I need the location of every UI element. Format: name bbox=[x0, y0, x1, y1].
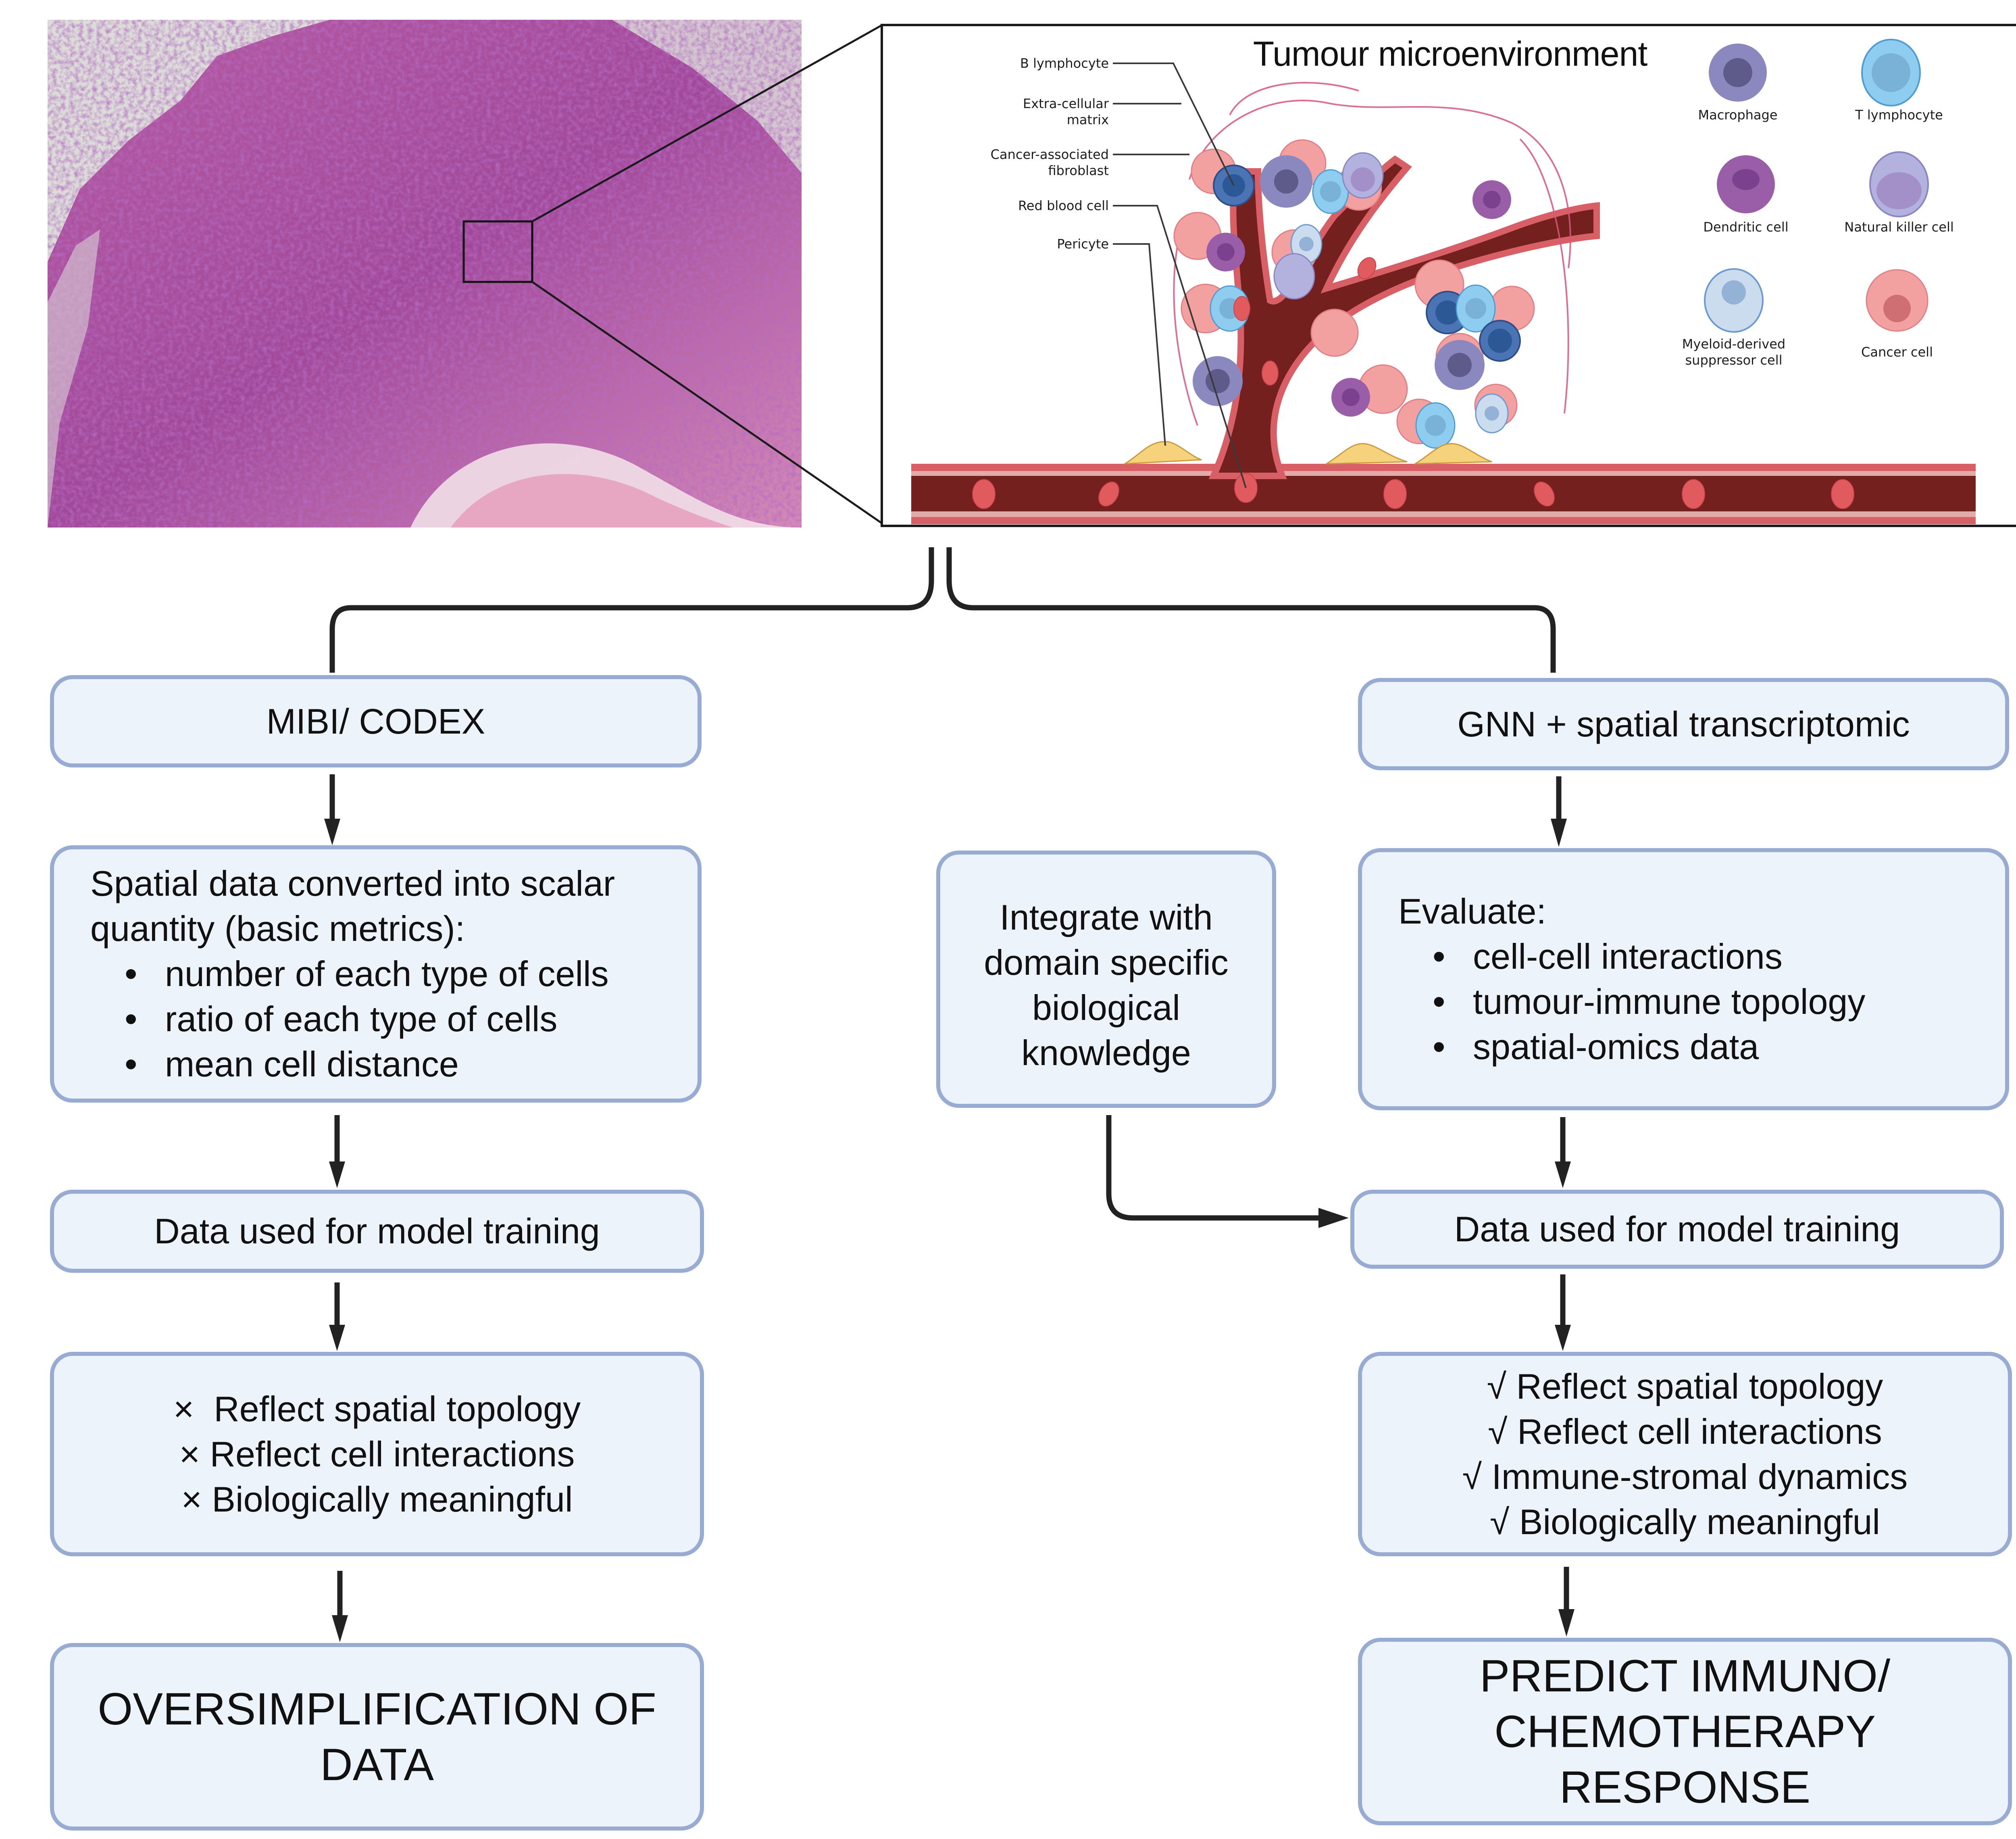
tme-illustration bbox=[911, 39, 1976, 524]
integrate-knowledge-box: Integrate with domain specific biologica… bbox=[936, 851, 1276, 1108]
outcome-line1: OVERSIMPLIFICATION OF bbox=[98, 1683, 656, 1734]
assessment-text: Reflect spatial topology bbox=[1516, 1366, 1883, 1406]
callout-lines bbox=[1113, 63, 1247, 488]
evaluate-item: cell-cell interactions bbox=[1433, 934, 2005, 979]
scalar-metrics-intro-line2: quantity (basic metrics): bbox=[90, 909, 465, 949]
callout-caf-line2: fibroblast bbox=[1048, 163, 1109, 178]
evaluate-item: spatial-omics data bbox=[1433, 1024, 2005, 1070]
cross-icon: × bbox=[173, 1389, 194, 1429]
integrate-line: knowledge bbox=[1021, 1033, 1191, 1073]
dendritic-cell-icon bbox=[1717, 155, 1775, 213]
assessment-item: √ Reflect spatial topology bbox=[1487, 1364, 1883, 1409]
scalar-metrics-box: Spatial data converted into scalar quant… bbox=[50, 845, 702, 1103]
callout-b-lymphocyte: B lymphocyte bbox=[1020, 56, 1109, 71]
check-icon: √ bbox=[1490, 1501, 1510, 1542]
assessment-item: × Reflect spatial topology bbox=[173, 1387, 581, 1432]
cross-icon: × bbox=[179, 1434, 200, 1474]
check-icon: √ bbox=[1462, 1456, 1482, 1497]
right-assessment-box: √ Reflect spatial topology √ Reflect cel… bbox=[1358, 1352, 2012, 1556]
callout-extracellular-matrix: Extra-cellular matrix bbox=[907, 96, 1109, 128]
metric-item: number of each type of cells bbox=[125, 951, 698, 997]
outcome-line3: RESPONSE bbox=[1559, 1762, 1811, 1812]
cancer-cell-icon bbox=[1866, 269, 1929, 332]
evaluate-item: tumour-immune topology bbox=[1433, 979, 2005, 1024]
callout-pericyte: Pericyte bbox=[1057, 236, 1109, 252]
metric-item: mean cell distance bbox=[125, 1042, 698, 1087]
right-training-box: Data used for model training bbox=[1350, 1190, 2004, 1269]
evaluate-box: Evaluate: cell-cell interactions tumour-… bbox=[1358, 848, 2009, 1110]
integrate-line: domain specific bbox=[984, 942, 1229, 982]
assessment-item: × Biologically meaningful bbox=[181, 1477, 573, 1522]
assessment-text: Biologically meaningful bbox=[1519, 1501, 1880, 1542]
assessment-item: √ Biologically meaningful bbox=[1490, 1499, 1880, 1545]
assessment-text: Reflect spatial topology bbox=[214, 1389, 581, 1429]
assessment-item: √ Immune-stromal dynamics bbox=[1462, 1454, 1908, 1499]
red-blood-cells bbox=[972, 257, 1854, 509]
integrate-line: biological bbox=[1032, 988, 1180, 1028]
outcome-line2: CHEMOTHERAPY bbox=[1494, 1706, 1876, 1757]
t-lymphocyte-icon bbox=[1861, 39, 1921, 106]
callout-caf-line1: Cancer-associated bbox=[990, 147, 1109, 162]
legend-mdsc: Myeloid-derived suppressor cell bbox=[1669, 336, 1798, 368]
predict-response-box: PREDICT IMMUNO/ CHEMOTHERAPY RESPONSE bbox=[1358, 1638, 2012, 1825]
left-training-label: Data used for model training bbox=[154, 1211, 600, 1251]
callout-cancer-associated-fibroblast: Cancer-associated fibroblast bbox=[907, 146, 1109, 179]
histology-image bbox=[48, 20, 802, 528]
legend-t-lymphocyte: T lymphocyte bbox=[1855, 107, 1943, 123]
legend-cancer-cell: Cancer cell bbox=[1861, 344, 1933, 360]
mibi-codex-label: MIBI/ CODEX bbox=[266, 701, 485, 741]
pericytes bbox=[1123, 441, 1492, 465]
macrophage-icon bbox=[1709, 44, 1767, 102]
legend-dendritic-cell: Dendritic cell bbox=[1703, 219, 1789, 235]
connector-right-branch bbox=[946, 547, 1556, 673]
mdsc-icon bbox=[1704, 268, 1764, 333]
assessment-text: Reflect cell interactions bbox=[1517, 1411, 1882, 1451]
legend-mdsc-line1: Myeloid-derived bbox=[1682, 336, 1786, 352]
cross-icon: × bbox=[181, 1479, 202, 1519]
gnn-spatial-label: GNN + spatial transcriptomic bbox=[1457, 704, 1910, 744]
check-icon: √ bbox=[1487, 1366, 1506, 1406]
oversimplification-box: OVERSIMPLIFICATION OF DATA bbox=[50, 1643, 704, 1831]
assessment-text: Immune-stromal dynamics bbox=[1491, 1456, 1908, 1497]
arrow-integrate-to-training bbox=[1106, 1115, 1318, 1221]
check-icon: √ bbox=[1488, 1411, 1508, 1451]
legend-macrophage: Macrophage bbox=[1698, 107, 1778, 123]
evaluate-title: Evaluate: bbox=[1398, 891, 1546, 931]
tme-title: Tumour microenvironment bbox=[1253, 35, 1647, 73]
blood-vessel bbox=[911, 155, 1976, 524]
left-training-box: Data used for model training bbox=[50, 1190, 704, 1273]
assessment-text: Reflect cell interactions bbox=[210, 1434, 575, 1474]
connector-left-branch bbox=[329, 547, 934, 673]
gnn-spatial-box: GNN + spatial transcriptomic bbox=[1358, 678, 2009, 770]
legend-mdsc-line2: suppressor cell bbox=[1685, 352, 1783, 368]
right-training-label: Data used for model training bbox=[1454, 1209, 1900, 1249]
tumour-microenvironment-panel: Tumour microenvironment bbox=[881, 24, 2016, 527]
legend-natural-killer-cell: Natural killer cell bbox=[1844, 219, 1954, 235]
callout-red-blood-cell: Red blood cell bbox=[1018, 198, 1109, 213]
legend-icons bbox=[1704, 39, 1929, 333]
extracellular-matrix bbox=[1173, 82, 1571, 426]
evaluate-list: cell-cell interactions tumour-immune top… bbox=[1398, 934, 2005, 1070]
metric-item: ratio of each type of cells bbox=[125, 997, 698, 1042]
mibi-codex-box: MIBI/ CODEX bbox=[50, 675, 702, 767]
zoom-inset-marker bbox=[462, 220, 533, 283]
outcome-line1: PREDICT IMMUNO/ bbox=[1479, 1650, 1891, 1701]
assessment-item: √ Reflect cell interactions bbox=[1488, 1409, 1882, 1454]
callout-ecm-line2: matrix bbox=[1066, 112, 1109, 127]
scalar-metrics-intro-line1: Spatial data converted into scalar bbox=[90, 863, 615, 903]
assessment-item: × Reflect cell interactions bbox=[179, 1432, 575, 1477]
callout-ecm-line1: Extra-cellular bbox=[1023, 96, 1109, 111]
natural-killer-cell-icon bbox=[1869, 151, 1929, 217]
integrate-line: Integrate with bbox=[1000, 897, 1213, 937]
left-assessment-box: × Reflect spatial topology × Reflect cel… bbox=[50, 1352, 704, 1556]
scalar-metrics-list: number of each type of cells ratio of ea… bbox=[90, 951, 698, 1087]
assessment-text: Biologically meaningful bbox=[212, 1479, 573, 1519]
outcome-line2: DATA bbox=[320, 1739, 434, 1790]
